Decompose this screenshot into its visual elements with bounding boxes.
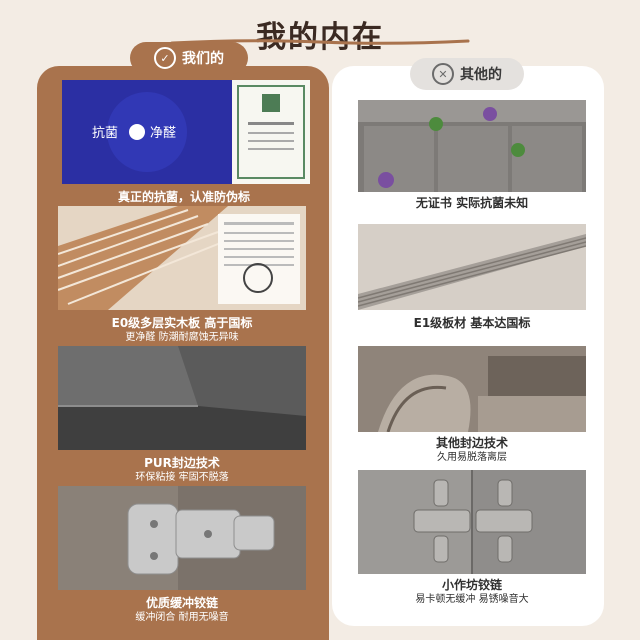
- mine-caption-1: 真正的抗菌，认准防伪标: [64, 190, 304, 205]
- page-title: 我的内在: [256, 20, 384, 55]
- pur-edge-image: [58, 346, 306, 450]
- mine-caption-4-sub: 缓冲闭合 耐用无噪音: [135, 612, 229, 623]
- certificate-image: 抗菌 净醛: [62, 80, 310, 184]
- mine-caption-3-main: PUR封边技术: [144, 456, 220, 470]
- mine-caption-4: 优质缓冲铰链 缓冲闭合 耐用无噪音: [62, 596, 302, 624]
- plywood-image: [58, 206, 306, 310]
- others-caption-4-main: 小作坊铰链: [441, 578, 502, 592]
- others-caption-3-sub: 久用易脱落离层: [437, 452, 507, 463]
- others-caption-1: 无证书 实际抗菌未知: [352, 196, 592, 211]
- e1-board-image: [358, 224, 586, 310]
- mine-caption-3-sub: 环保粘接 牢固不脱落: [135, 472, 229, 483]
- title-brush-stroke: [170, 36, 470, 48]
- others-badge: ✕ 其他的: [410, 58, 524, 90]
- cabinet-bacteria-image: [358, 100, 586, 192]
- mine-caption-2-sub: 更净醛 防潮耐腐蚀无异味: [125, 332, 239, 343]
- others-caption-3: 其他封边技术 久用易脱落离层: [352, 436, 592, 464]
- logo-text-left: 抗菌: [92, 126, 118, 141]
- others-caption-4-sub: 易卡顿无缓冲 易锈噪音大: [415, 594, 529, 605]
- mine-badge-label: 我们的: [182, 51, 224, 67]
- cheap-hinge-image: [358, 470, 586, 574]
- others-caption-1-main: 无证书 实际抗菌未知: [415, 196, 529, 210]
- mine-caption-1-main: 真正的抗菌，认准防伪标: [117, 190, 250, 204]
- others-badge-label: 其他的: [460, 67, 502, 83]
- check-icon: ✓: [154, 47, 176, 69]
- others-caption-4: 小作坊铰链 易卡顿无缓冲 易锈噪音大: [352, 578, 592, 606]
- logo-text-right: 净醛: [150, 125, 176, 141]
- others-caption-2-main: E1级板材 基本达国标: [413, 316, 531, 330]
- mine-caption-2: E0级多层实木板 高于国标 更净醛 防潮耐腐蚀无异味: [62, 316, 302, 344]
- others-caption-2: E1级板材 基本达国标: [352, 316, 592, 331]
- mine-caption-3: PUR封边技术 环保粘接 牢固不脱落: [62, 456, 302, 484]
- others-caption-3-main: 其他封边技术: [435, 436, 508, 450]
- cross-icon: ✕: [432, 63, 454, 85]
- mine-caption-4-main: 优质缓冲铰链: [145, 596, 218, 610]
- hinge-image: [58, 486, 306, 590]
- mine-caption-2-main: E0级多层实木板 高于国标: [111, 316, 253, 330]
- peeling-edge-image: [358, 346, 586, 432]
- mine-badge: ✓ 我们的: [130, 42, 248, 74]
